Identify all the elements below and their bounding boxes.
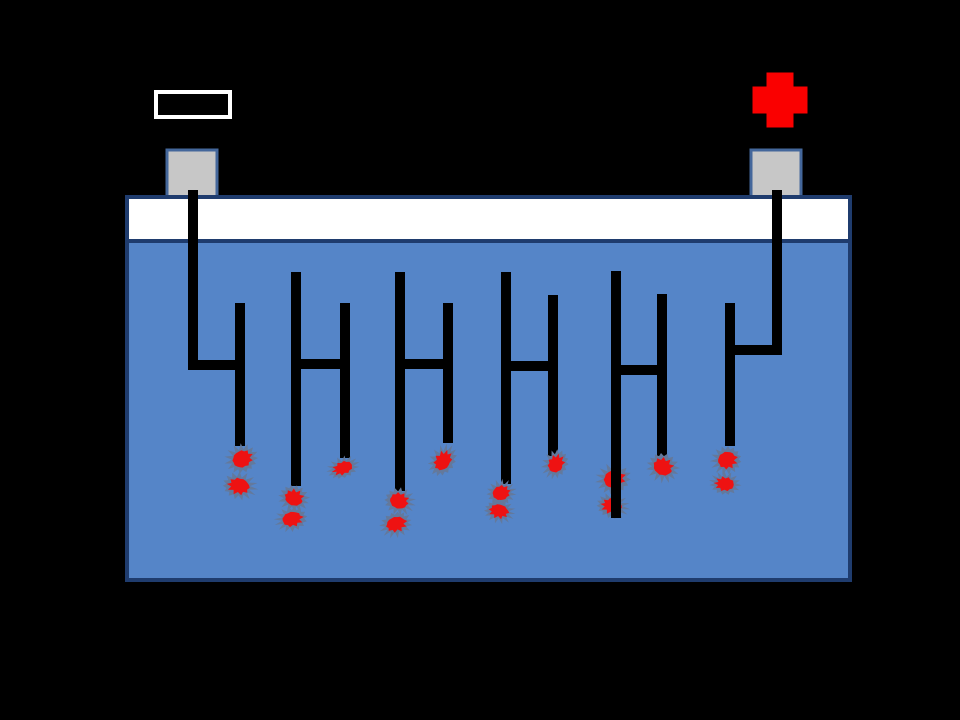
negative-lead-wire [188, 190, 240, 370]
particle-core [390, 492, 410, 509]
particle-core [226, 477, 250, 496]
sediment-particle [273, 506, 308, 533]
particle-core [331, 460, 352, 476]
battery-lid [125, 195, 852, 243]
sediment-particle [427, 443, 457, 477]
sediment-particle [379, 511, 412, 539]
particle-core [386, 516, 408, 533]
sediment-particle [540, 449, 569, 480]
particle-core [433, 449, 453, 471]
particle-core [282, 511, 304, 528]
sediment-particle [484, 499, 516, 525]
particle-core [653, 457, 675, 476]
sediment-particle [646, 453, 681, 484]
particle-core [547, 453, 566, 473]
sediment-particle [709, 446, 742, 476]
sediment-particle [222, 471, 259, 501]
particle-core [713, 476, 734, 492]
particle-core [718, 451, 738, 470]
particle-core [488, 504, 510, 520]
sediment-particle [326, 455, 360, 479]
particle-core [492, 484, 511, 500]
sediment-particle [486, 478, 517, 505]
minus-sign-icon [154, 90, 232, 119]
particle-core [232, 450, 253, 468]
plus-sign-icon [752, 72, 808, 128]
sediment-particle [278, 485, 310, 514]
sediment-particle [709, 470, 742, 495]
particle-core [284, 488, 305, 506]
sediment-particle [224, 443, 258, 474]
positive-lead-wire [730, 190, 782, 355]
plus-horizontal-bar [752, 86, 808, 114]
sediment-particle [384, 487, 416, 516]
